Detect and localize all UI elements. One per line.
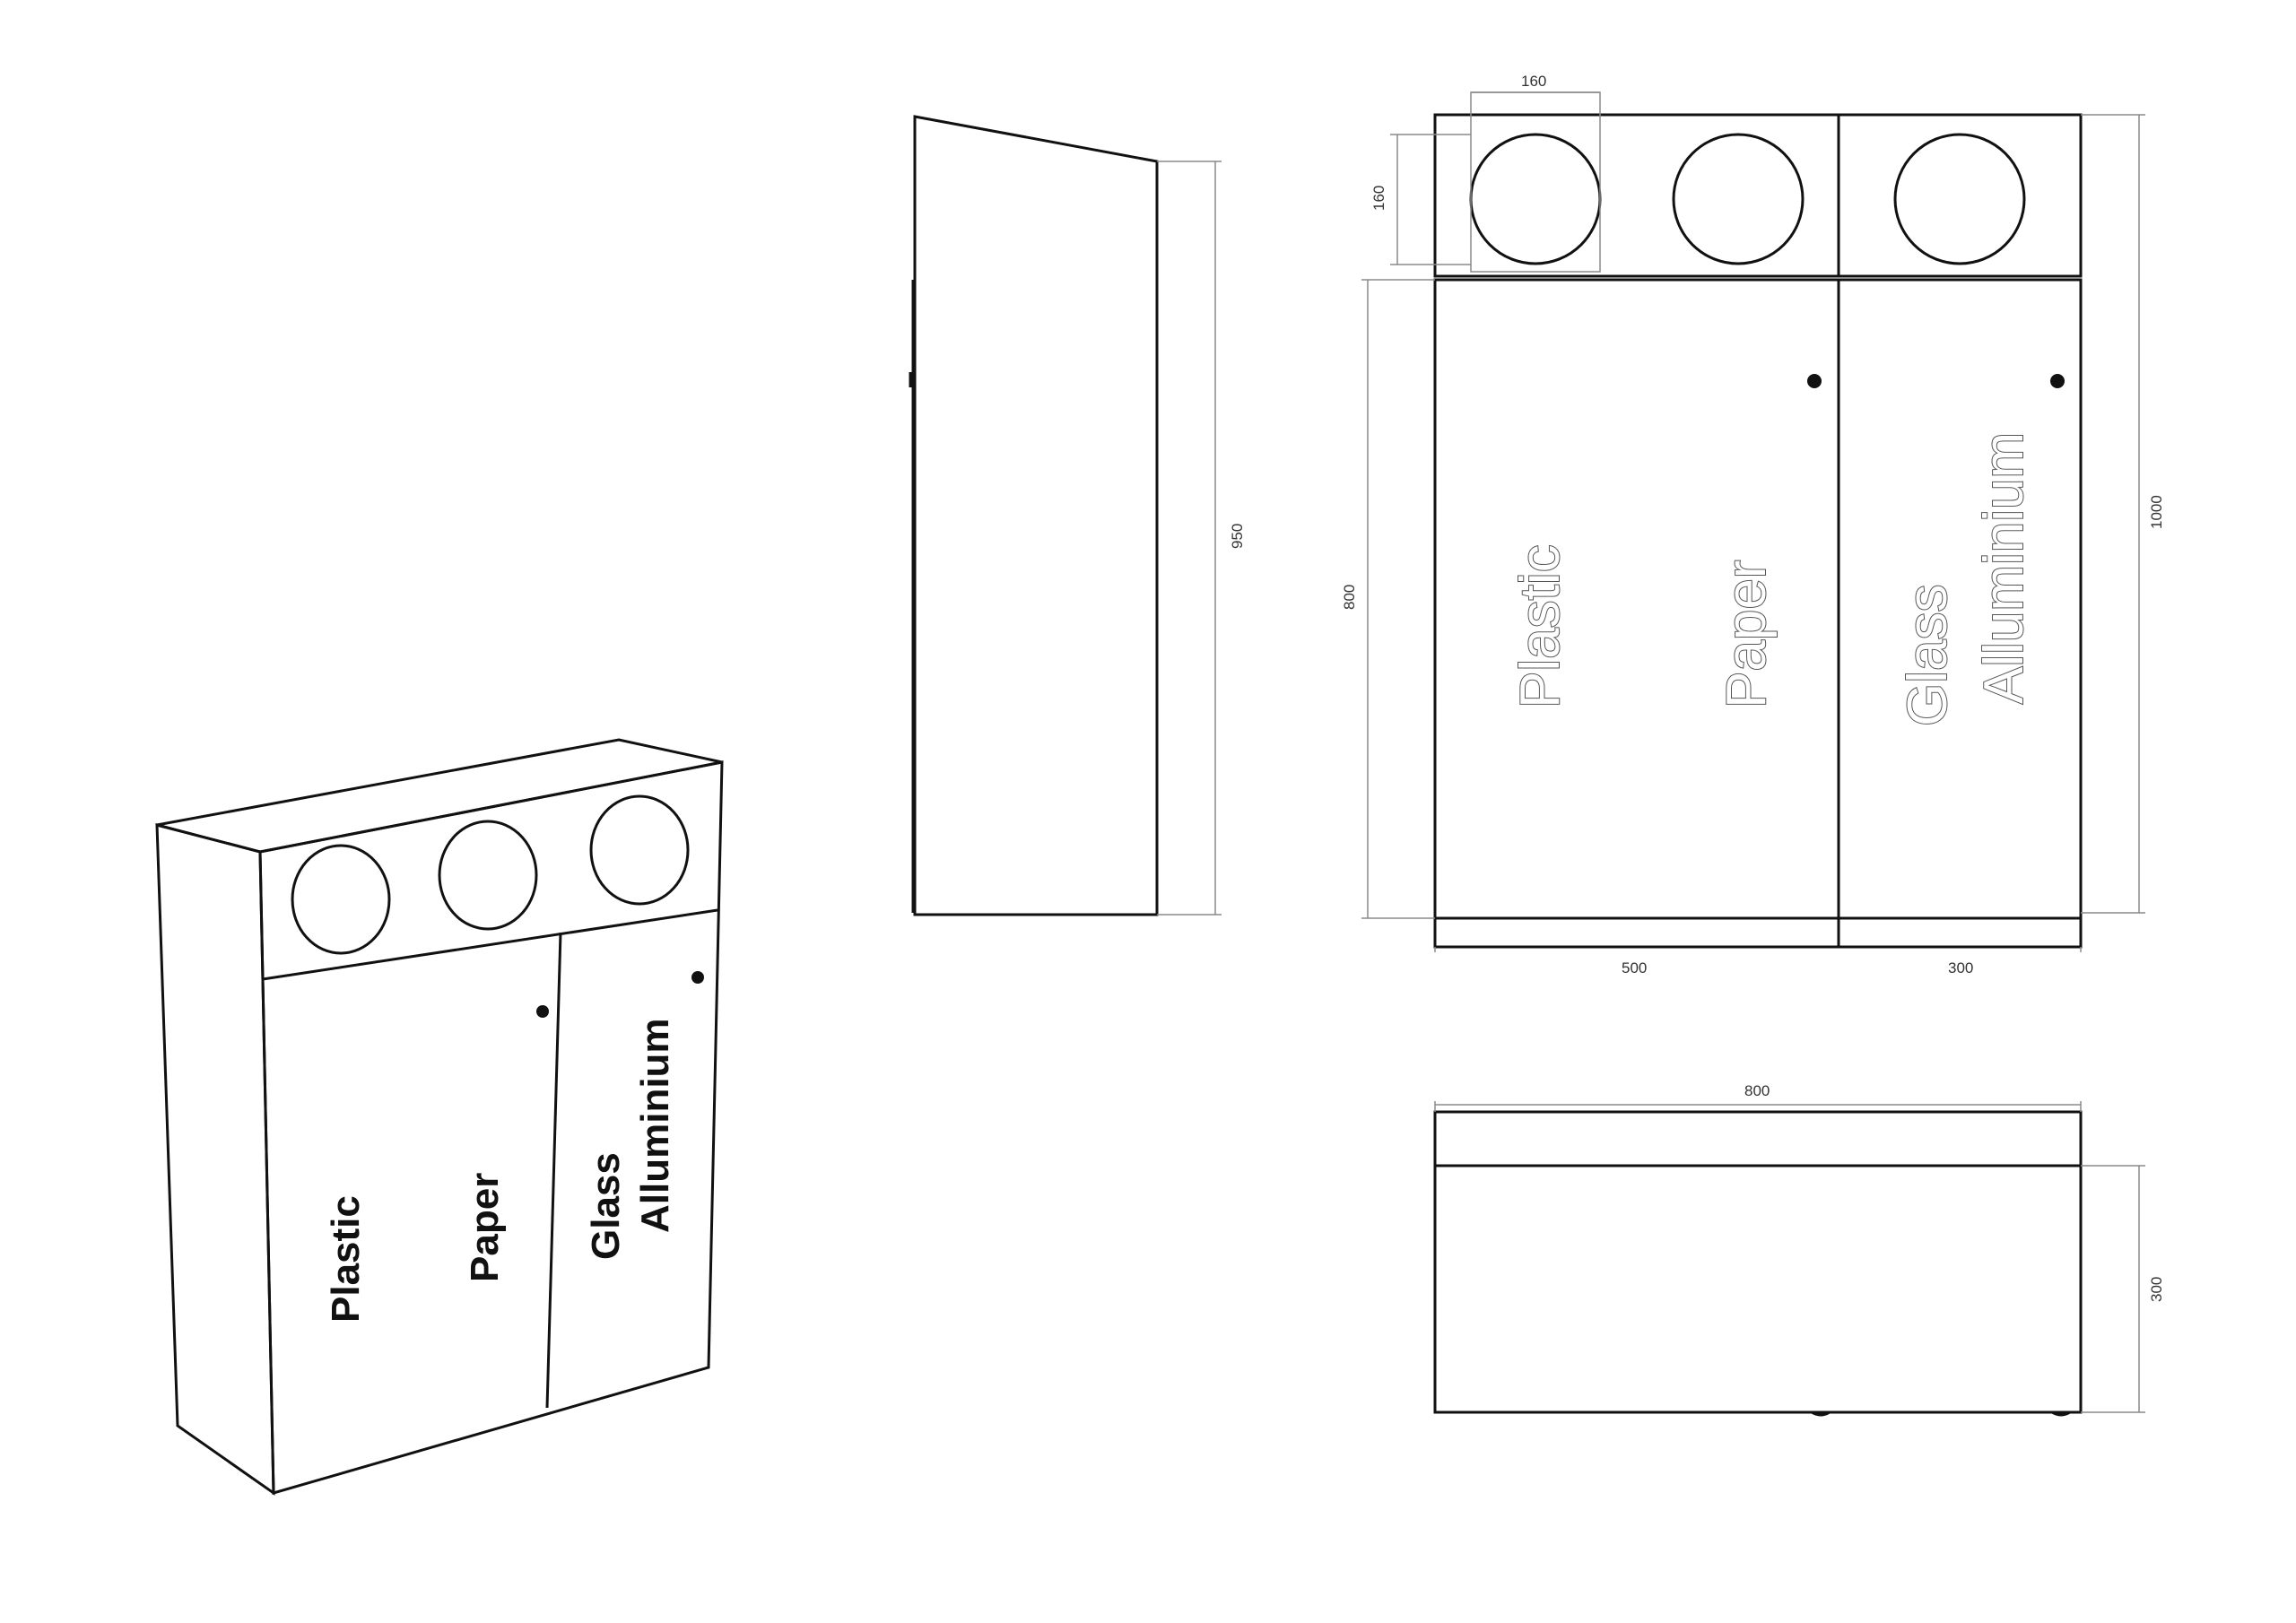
- iso-opening-glass: [589, 794, 690, 906]
- iso-side-panel: [155, 823, 275, 1496]
- top-body: [1433, 1164, 2083, 1414]
- front-opening-width-160: 160: [1521, 73, 1546, 90]
- front-label-glass: Glass: [1897, 585, 1959, 726]
- isometric-view: Plastic Paper Glass Alluminium: [155, 738, 724, 1496]
- top-foot-left: [1811, 1410, 1831, 1417]
- top-depth-300: 300: [2148, 1277, 2165, 1302]
- front-total-height-1000: 1000: [2148, 495, 2165, 529]
- front-label-paper: Paper: [1716, 560, 1778, 708]
- side-profile: [913, 115, 1159, 916]
- iso-label-alluminium: Alluminium: [633, 1018, 677, 1233]
- side-height-950: 950: [1229, 524, 1246, 549]
- front-top-right-section: [1837, 113, 2083, 278]
- iso-right-door-knob: [691, 971, 704, 984]
- front-label-alluminium: Alluminium: [1973, 432, 2035, 704]
- front-opening-glass: [1893, 133, 2026, 265]
- front-left-door: [1433, 278, 1840, 920]
- iso-door-top-line: [262, 908, 718, 981]
- iso-label-paper: Paper: [463, 1173, 507, 1282]
- front-plinth: [1433, 916, 2083, 949]
- front-right-door: [1837, 278, 2083, 920]
- iso-left-door-knob: [536, 1005, 549, 1018]
- top-back-strip: [1433, 1110, 2083, 1167]
- top-foot-right: [2051, 1410, 2071, 1417]
- iso-front-body: [258, 760, 724, 1495]
- front-right-door-knob: [2050, 374, 2065, 388]
- top-view: 800 300: [1433, 1082, 2165, 1417]
- front-label-plastic: Plastic: [1509, 544, 1571, 708]
- front-view: Plastic Paper Glass Alluminium 160 160 8…: [1341, 73, 2165, 976]
- front-left-door-knob: [1807, 374, 1822, 388]
- side-view: 950: [909, 115, 1246, 916]
- iso-opening-plastic: [291, 844, 391, 955]
- front-left-width-500: 500: [1622, 959, 1647, 976]
- iso-door-divider: [545, 932, 562, 1409]
- front-opening-height-160: 160: [1370, 186, 1387, 211]
- iso-label-glass: Glass: [584, 1152, 628, 1260]
- front-right-width-300: 300: [1948, 959, 1973, 976]
- iso-opening-paper: [438, 820, 538, 931]
- front-door-height-800: 800: [1341, 585, 1358, 610]
- top-width-800: 800: [1744, 1082, 1770, 1099]
- iso-label-plastic: Plastic: [324, 1195, 368, 1323]
- front-top-left-section: [1433, 113, 1840, 278]
- front-opening-plastic: [1469, 133, 1602, 265]
- front-opening-paper: [1672, 133, 1805, 265]
